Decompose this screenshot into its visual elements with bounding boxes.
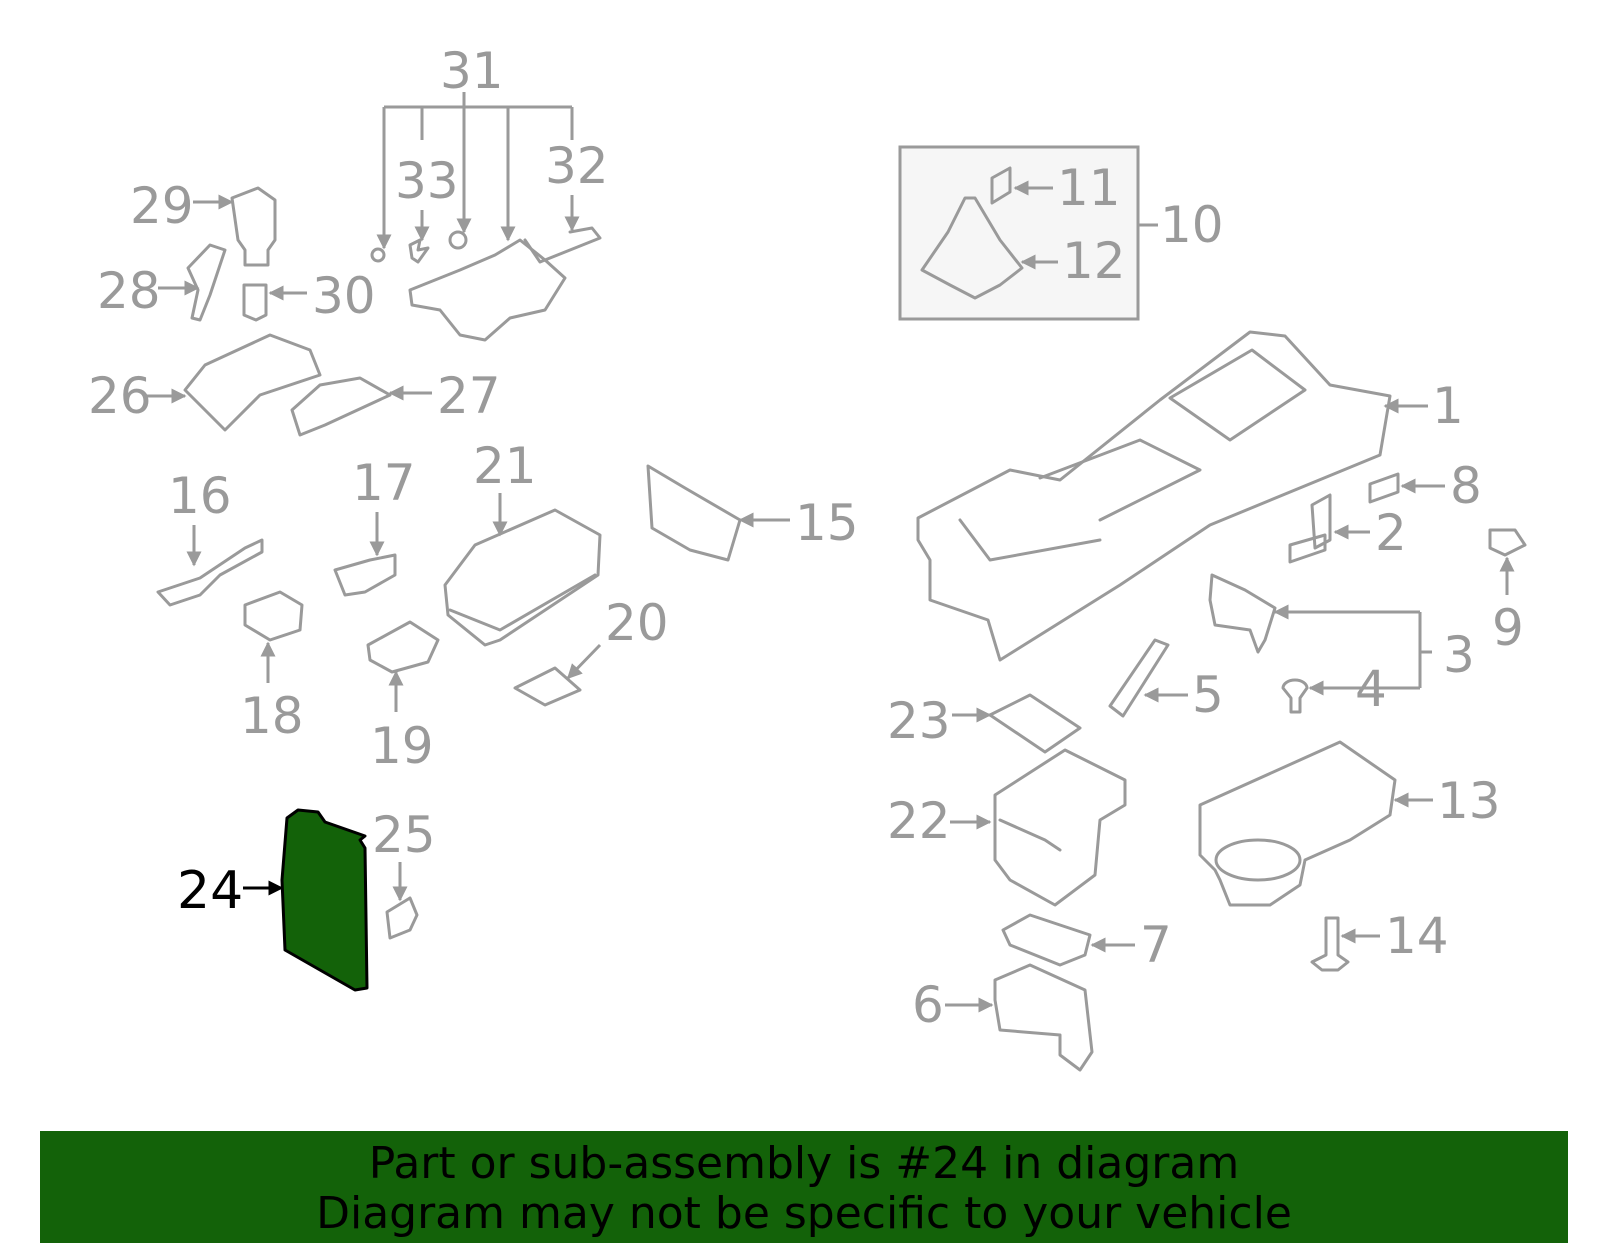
- part-15-switch-panel: [646, 464, 742, 562]
- part-8-pad: [1368, 472, 1400, 504]
- label-10: 10: [1160, 196, 1224, 254]
- label-12: 12: [1062, 232, 1126, 290]
- part-21-lid-edge: [448, 573, 597, 632]
- part-20-pad: [513, 666, 582, 707]
- info-banner: Part or sub-assembly is #24 in diagram D…: [40, 1131, 1568, 1243]
- part-25-clip: [385, 896, 419, 940]
- part-24-highlighted-panel: [280, 808, 369, 992]
- part-31-pin-small: [370, 247, 386, 263]
- label-14: 14: [1385, 907, 1449, 965]
- label-13: 13: [1437, 772, 1501, 830]
- label-6: 6: [912, 976, 944, 1034]
- part-21-armrest-lid: [443, 508, 602, 647]
- part-22-storage-box: [993, 748, 1127, 907]
- label-11: 11: [1057, 159, 1121, 217]
- label-26: 26: [88, 367, 152, 425]
- label-18: 18: [240, 687, 304, 745]
- part-22-box-inner: [998, 818, 1062, 852]
- part-30-bushing: [242, 283, 268, 322]
- part-13-cup-ring: [1214, 838, 1302, 882]
- label-17: 17: [352, 454, 416, 512]
- part-14-bolt: [1310, 916, 1350, 972]
- label-32: 32: [545, 137, 609, 195]
- part-9-fastener: [1488, 528, 1527, 557]
- label-4: 4: [1355, 660, 1387, 718]
- part-10-kit-box: [898, 145, 1140, 321]
- part-13-cup-holder: [1198, 740, 1397, 907]
- label-20: 20: [605, 594, 669, 652]
- label-7: 7: [1140, 916, 1172, 974]
- part-17-socket: [333, 553, 397, 597]
- label-22: 22: [887, 792, 951, 850]
- part-31-pin: [448, 230, 468, 250]
- part-31-shifter-assembly: [408, 238, 567, 342]
- part-12-shift-boot: [920, 196, 1024, 300]
- part-32-cable: [523, 226, 602, 264]
- label-9: 9: [1492, 599, 1524, 657]
- label-19: 19: [370, 717, 434, 775]
- label-16: 16: [168, 467, 232, 525]
- part-28-indicator: [186, 243, 227, 322]
- label-8: 8: [1450, 457, 1482, 515]
- part-4-clip: [1281, 678, 1309, 714]
- label-33: 33: [395, 152, 459, 210]
- label-5: 5: [1192, 666, 1224, 724]
- label-2: 2: [1375, 504, 1407, 562]
- label-29: 29: [130, 177, 194, 235]
- part-23-mat: [988, 693, 1082, 754]
- label-24: 24: [177, 861, 243, 921]
- part-3-bracket: [1208, 573, 1277, 654]
- part-6-bracket: [993, 963, 1094, 1072]
- part-1-console-body: [916, 330, 1392, 662]
- part-2-bracket: [1288, 493, 1332, 564]
- leader-20: [566, 643, 602, 680]
- label-30: 30: [312, 267, 376, 325]
- label-25: 25: [372, 806, 436, 864]
- label-31: 31: [440, 42, 504, 100]
- part-11-clip: [990, 166, 1012, 205]
- part-29-shift-knob: [230, 186, 277, 267]
- part-16-harness: [156, 538, 264, 607]
- part-18-switch: [243, 590, 304, 642]
- part-7-bracket: [1001, 913, 1092, 967]
- part-33-clip: [408, 238, 430, 264]
- label-15: 15: [795, 494, 859, 552]
- label-21: 21: [473, 437, 537, 495]
- part-26-trim: [183, 333, 322, 432]
- label-23: 23: [887, 692, 951, 750]
- label-3: 3: [1443, 626, 1475, 684]
- label-28: 28: [97, 262, 161, 320]
- part-19-socket-panel: [366, 620, 440, 674]
- label-27: 27: [437, 367, 501, 425]
- banner-line-2: Diagram may not be specific to your vehi…: [316, 1188, 1292, 1239]
- label-1: 1: [1432, 377, 1464, 435]
- banner-line-1: Part or sub-assembly is #24 in diagram: [368, 1138, 1240, 1189]
- part-27-shift-plate: [290, 376, 392, 437]
- part-5-strip: [1108, 638, 1170, 718]
